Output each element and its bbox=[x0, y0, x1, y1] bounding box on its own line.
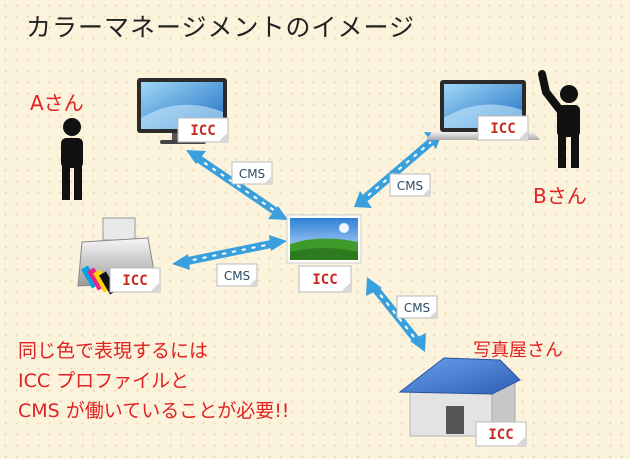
note-line-3: CMS が働いていることが必要!! bbox=[18, 400, 290, 422]
cms-tag-lab: CMS bbox=[396, 295, 438, 319]
svg-text:ICC: ICC bbox=[122, 273, 147, 289]
svg-text:CMS: CMS bbox=[404, 301, 430, 315]
person-b-icon bbox=[538, 70, 580, 168]
requirement-note: 同じ色で表現するには ICC プロファイルと CMS が働いていることが必要!! bbox=[18, 336, 408, 426]
svg-text:ICC: ICC bbox=[488, 427, 513, 443]
page-title: カラーマネージメントのイメージ bbox=[26, 13, 416, 42]
icc-tag-laptop: ICC bbox=[477, 115, 529, 141]
note-line-1: 同じ色で表現するには bbox=[18, 340, 209, 362]
photo-lab-label: 写真屋さん bbox=[473, 340, 563, 361]
person-a-icon bbox=[61, 118, 83, 200]
person-b-label: Bさん bbox=[533, 184, 587, 208]
arrow-a-monitor-to-photo bbox=[186, 150, 288, 220]
arrow-b-laptop-to-photo bbox=[354, 132, 442, 208]
cms-tag-b: CMS bbox=[389, 173, 431, 197]
svg-text:CMS: CMS bbox=[224, 269, 250, 283]
icc-tag-monitor: ICC bbox=[177, 117, 229, 143]
note-line-2: ICC プロファイルと bbox=[18, 370, 190, 392]
icc-tag-house: ICC bbox=[475, 421, 527, 447]
cms-tag-a: CMS bbox=[231, 161, 273, 185]
svg-text:CMS: CMS bbox=[239, 167, 265, 181]
photo-icon bbox=[286, 214, 362, 264]
arrow-printer-to-photo bbox=[172, 235, 287, 270]
svg-text:ICC: ICC bbox=[490, 121, 515, 137]
cms-tag-printer: CMS bbox=[216, 263, 258, 287]
icc-tag-photo: ICC bbox=[298, 265, 352, 293]
svg-text:ICC: ICC bbox=[312, 272, 337, 288]
arrow-lab-to-photo bbox=[366, 277, 426, 352]
icc-tag-printer: ICC bbox=[109, 267, 161, 293]
svg-text:CMS: CMS bbox=[397, 179, 423, 193]
svg-text:ICC: ICC bbox=[190, 123, 215, 139]
person-a-label: Aさん bbox=[30, 91, 84, 115]
